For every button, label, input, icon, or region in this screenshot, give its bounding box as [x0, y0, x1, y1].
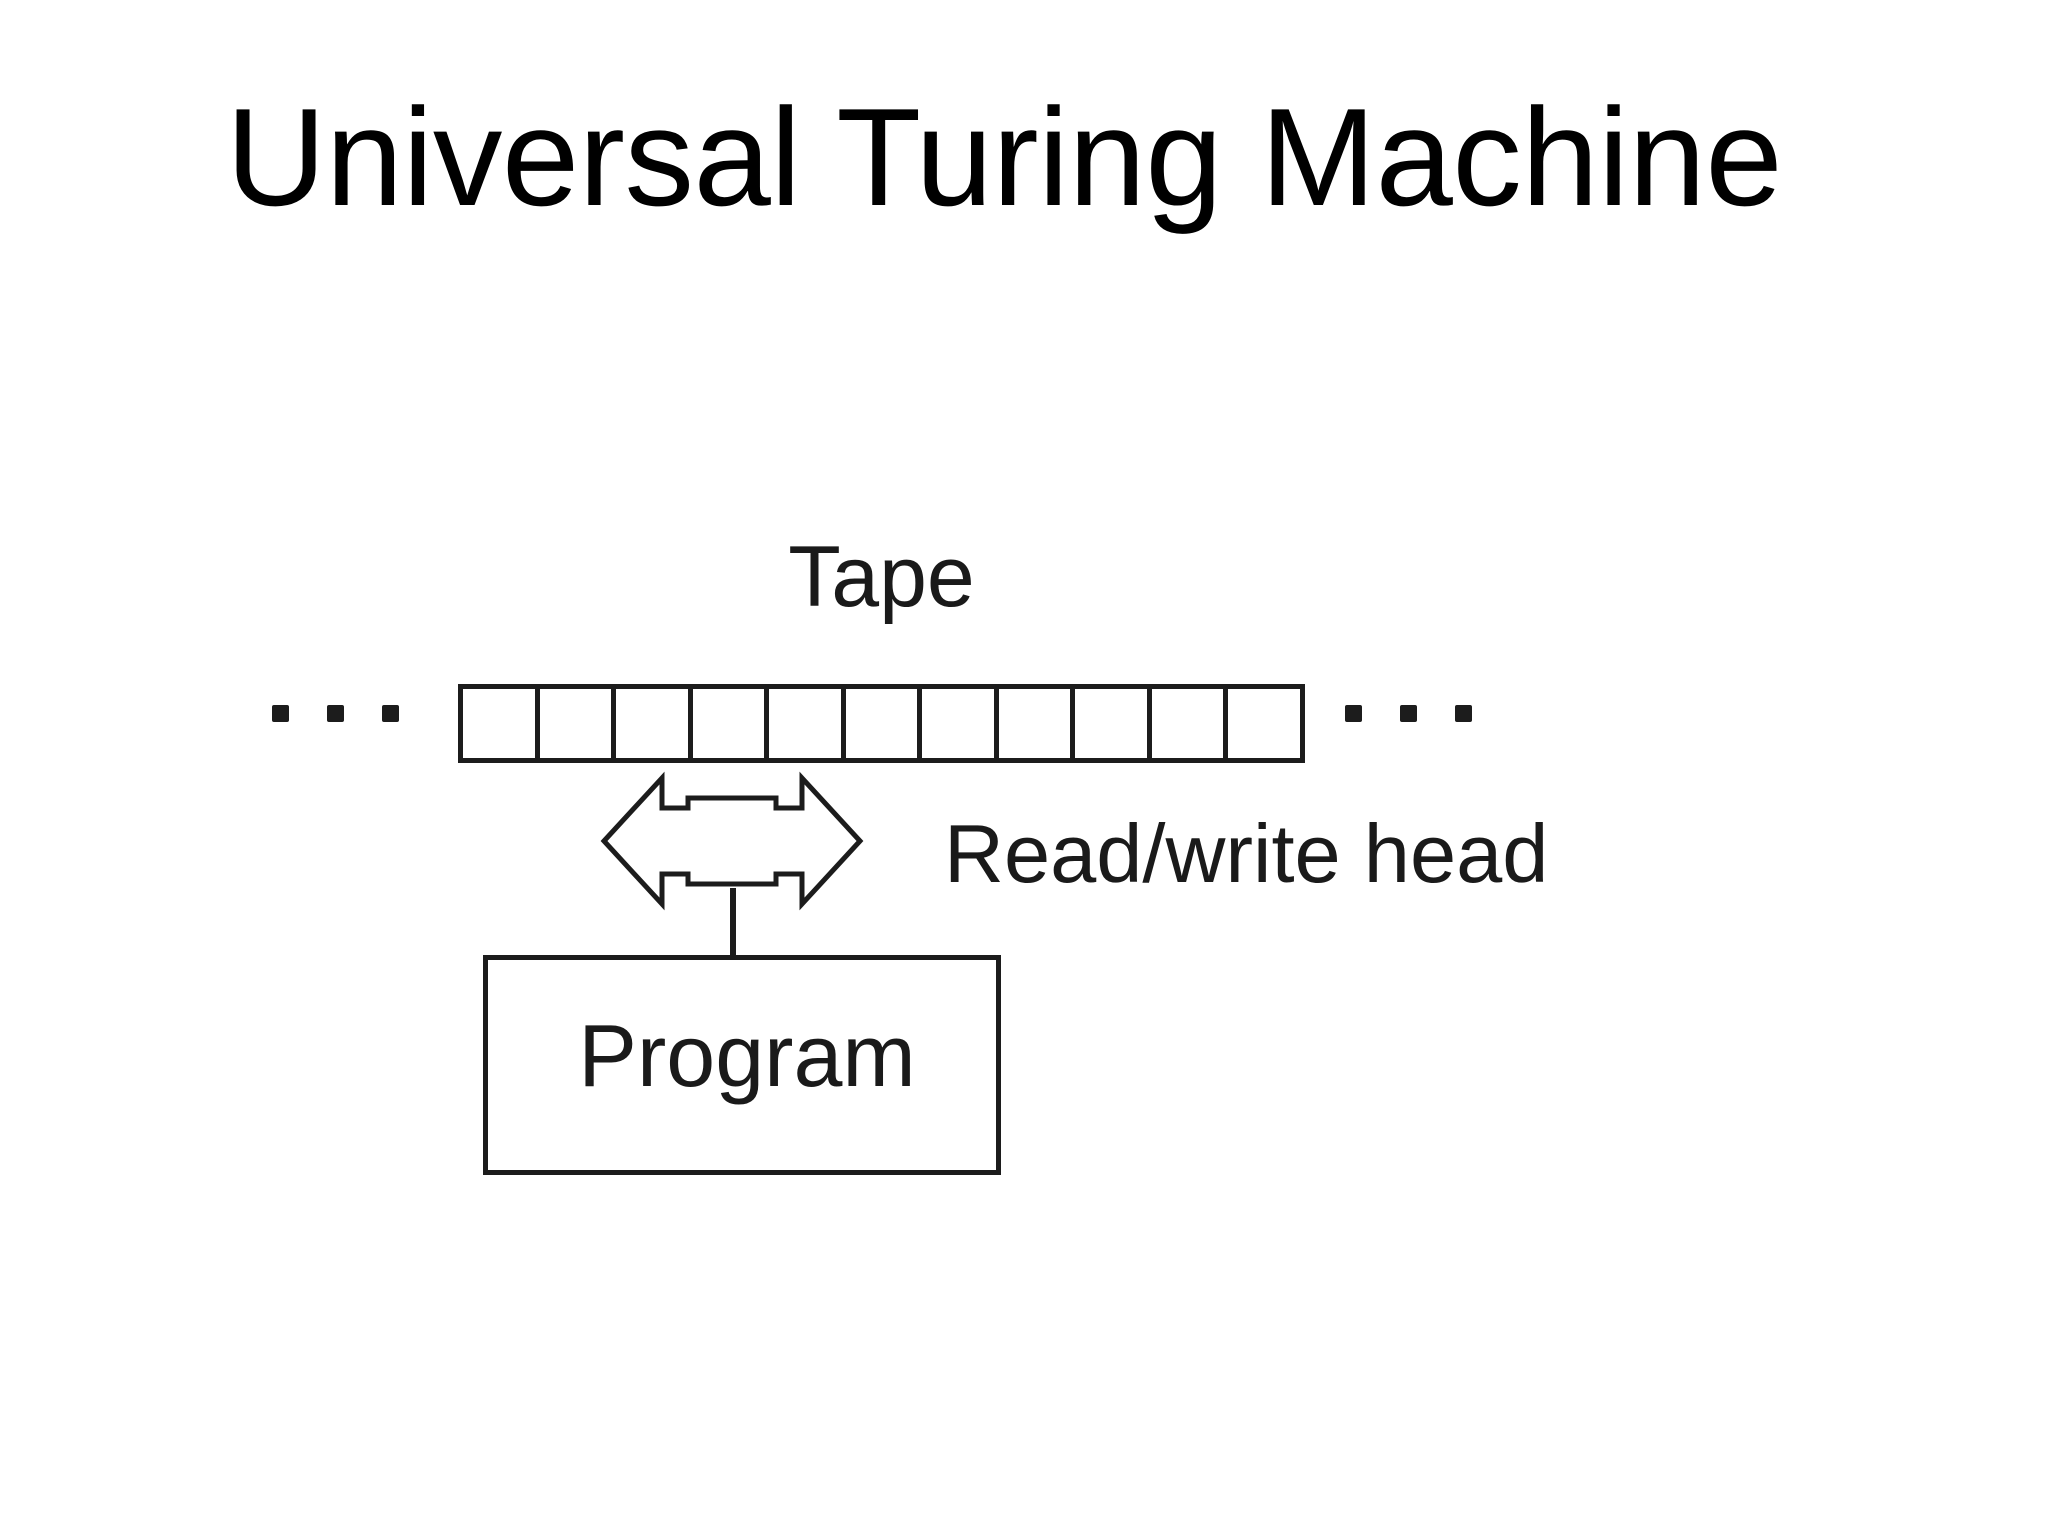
- ellipsis-dot: [327, 705, 344, 722]
- ellipsis-dot: [1455, 705, 1472, 722]
- tape-cell[interactable]: [463, 689, 540, 758]
- ellipsis-dot: [1400, 705, 1417, 722]
- tape-cell[interactable]: [539, 689, 617, 758]
- ellipsis-dot: [272, 705, 289, 722]
- left-right-arrow-icon: [600, 771, 864, 911]
- tape-cell[interactable]: [845, 689, 923, 758]
- program-box: Program: [483, 955, 1001, 1175]
- program-label: Program: [578, 1006, 916, 1105]
- tape-cell[interactable]: [1151, 689, 1229, 758]
- tape-cell[interactable]: [692, 689, 770, 758]
- tape-cell[interactable]: [1228, 689, 1301, 758]
- tape-strip: [458, 684, 1305, 763]
- tape-cell[interactable]: [616, 689, 693, 758]
- tape-cell[interactable]: [922, 689, 999, 758]
- ellipsis-dot: [1345, 705, 1362, 722]
- tape-left-ellipsis: [272, 705, 399, 722]
- tape-cell[interactable]: [769, 689, 846, 758]
- ellipsis-dot: [382, 705, 399, 722]
- tape-cell[interactable]: [1075, 689, 1152, 758]
- read-write-head-label: Read/write head: [944, 807, 1549, 900]
- tape-label: Tape: [788, 529, 975, 625]
- tape-cell[interactable]: [998, 689, 1076, 758]
- page-title: Universal Turing Machine: [225, 80, 1783, 235]
- head-to-program-connector: [730, 888, 736, 958]
- tape-right-ellipsis: [1345, 705, 1472, 722]
